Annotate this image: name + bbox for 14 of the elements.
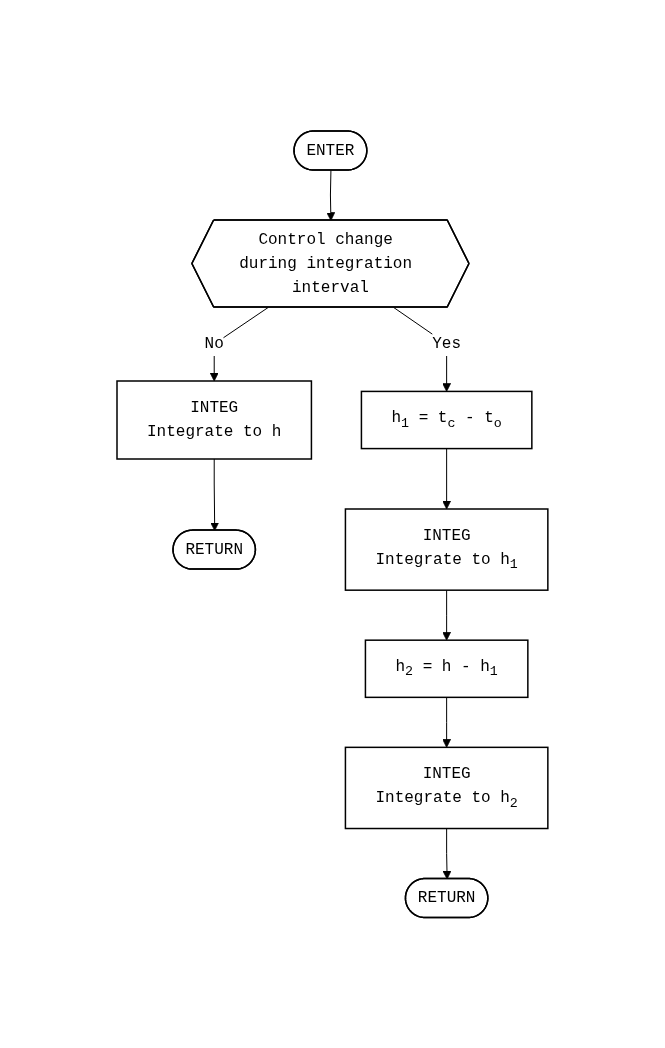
edge-label: No <box>204 334 224 353</box>
arrow <box>442 589 452 641</box>
node-box: INTEG Integrate to h$_{2}$ <box>344 746 549 829</box>
edge-label: Yes <box>432 334 462 353</box>
node-box: h$_{2}$ = h - h$_{1}$ <box>364 639 529 698</box>
arrow <box>209 306 269 382</box>
arrow <box>442 827 452 880</box>
arrow <box>210 458 220 531</box>
arrow <box>442 447 452 510</box>
node-box: h$_{1}$ = t$_{c}$ - t$_{o}$ <box>360 390 533 450</box>
node-box: INTEG Integrate to h$_{1}$ <box>344 508 549 591</box>
arrow <box>442 696 452 748</box>
node-box: INTEG Integrate to h <box>116 380 313 460</box>
arrow <box>326 169 336 221</box>
